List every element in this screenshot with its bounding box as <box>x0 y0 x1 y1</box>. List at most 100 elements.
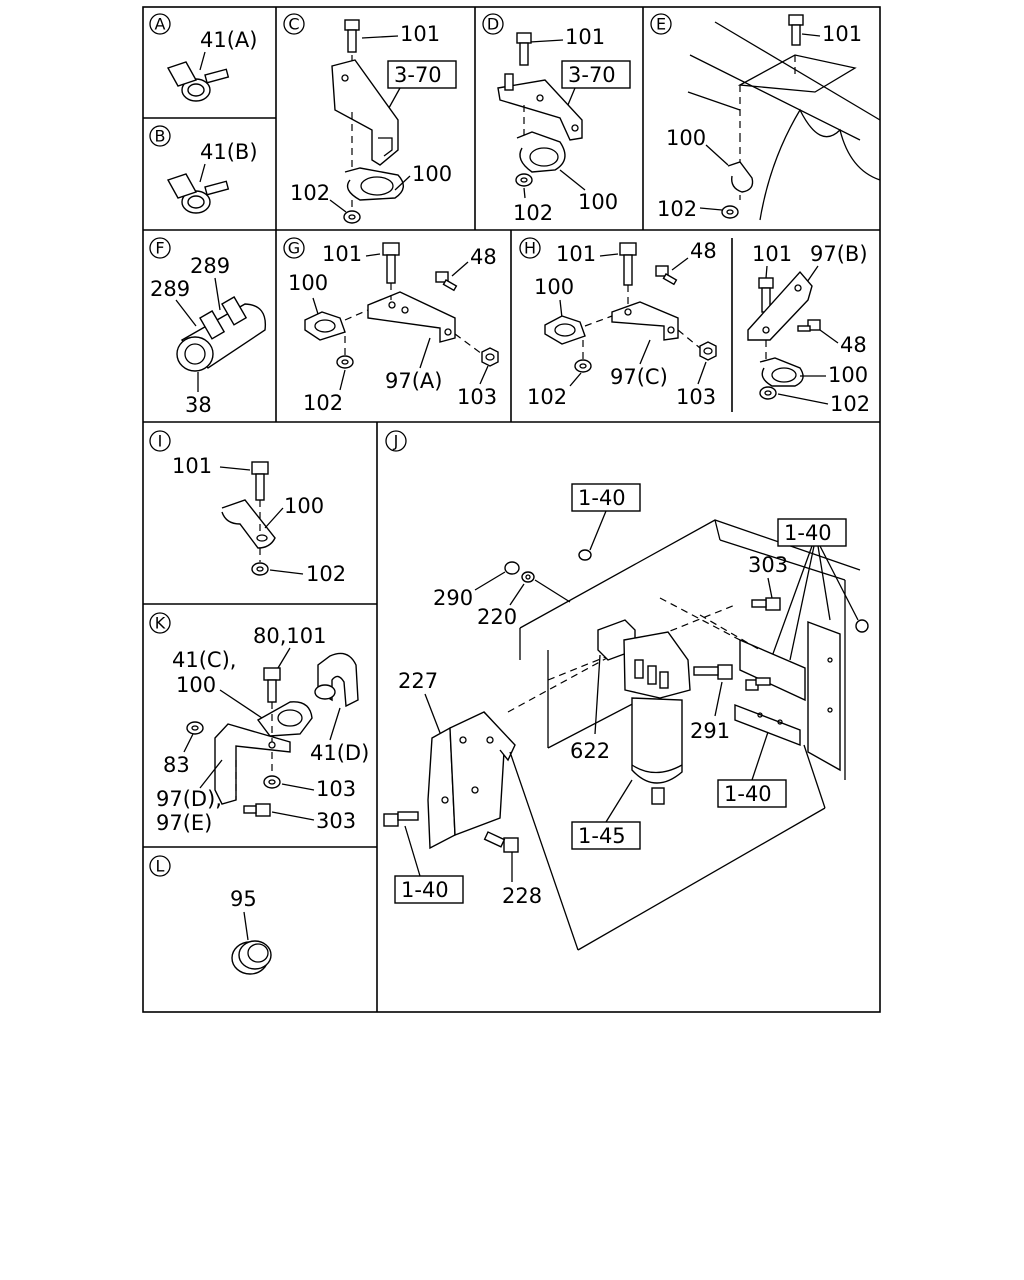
panel-i: I 101 100 102 <box>149 430 346 586</box>
bolt-303 <box>751 597 781 611</box>
panel-h-letter: H <box>524 239 536 258</box>
bolt-101 <box>619 242 637 286</box>
label-291: 291 <box>690 719 730 743</box>
panel-c-top-letter: C <box>288 15 299 34</box>
panel-h: H 101 48 100 102 9 <box>519 237 717 409</box>
panel-c-top-marker <box>283 13 305 35</box>
ref-1-40-right: 1-40 <box>784 521 832 545</box>
label-290: 290 <box>433 586 473 610</box>
panel-g-marker <box>283 237 305 259</box>
label-303: 303 <box>316 809 356 833</box>
grommet-95 <box>231 940 272 975</box>
clip-100 <box>516 131 566 173</box>
nut-102 <box>574 359 592 373</box>
panel-b-marker <box>149 125 171 147</box>
bolt-left <box>383 811 419 827</box>
bracket-227 <box>427 711 516 850</box>
ref-box-3-70 <box>561 60 631 89</box>
ref-1-40-right-low: 1-40 <box>724 782 772 806</box>
panel-l-letter: L <box>156 857 165 876</box>
panel-a: A 41(A) <box>149 13 257 102</box>
panel-j-marker <box>385 430 407 452</box>
bracket <box>331 59 399 166</box>
washer-right <box>855 619 869 633</box>
panel-b-letter: B <box>155 127 166 146</box>
label-41a: 41(A) <box>200 28 257 52</box>
panel-e-letter: E <box>656 15 666 34</box>
label-103: 103 <box>457 385 497 409</box>
label-100: 100 <box>666 126 706 150</box>
label-97c: 97(C) <box>610 365 668 389</box>
nut-102 <box>721 205 739 219</box>
nut-102 <box>336 355 354 369</box>
fuel-filter-assembly <box>597 619 691 805</box>
label-41b: 41(B) <box>200 140 258 164</box>
nut-103 <box>481 347 499 367</box>
label-289-left: 289 <box>150 277 190 301</box>
nut-103 <box>263 775 281 789</box>
label-228: 228 <box>502 884 542 908</box>
panel-g: G 101 48 100 102 <box>283 237 499 415</box>
label-101: 101 <box>556 242 596 266</box>
label-48: 48 <box>690 239 717 263</box>
bolt-101 <box>516 32 532 66</box>
bolt-228 <box>483 831 519 853</box>
panel-d: D 101 3-70 100 102 <box>482 13 631 225</box>
ref-box-3-70 <box>387 60 457 89</box>
clip-100 <box>727 161 754 193</box>
bracket-97d-97e <box>214 723 291 805</box>
ref-box-1-40-left <box>394 875 464 904</box>
panel-e: E 101 100 102 <box>650 13 881 221</box>
label-101: 101 <box>565 25 605 49</box>
callout-line-up <box>803 744 826 809</box>
ref-box-1-40-top <box>571 483 641 512</box>
panel-a-letter: A <box>155 15 166 34</box>
panel-f-letter: F <box>155 239 164 258</box>
panel-k-letter: K <box>155 614 166 633</box>
label-102: 102 <box>303 391 343 415</box>
label-227: 227 <box>398 669 438 693</box>
washer-top <box>578 549 592 561</box>
diagram-frame <box>142 6 881 1013</box>
ref-box-1-45 <box>571 821 641 850</box>
label-102: 102 <box>513 201 553 225</box>
label-100: 100 <box>284 494 324 518</box>
label-100: 100 <box>828 363 868 387</box>
bolt-101 <box>382 242 400 284</box>
ref-3-70: 3-70 <box>394 63 442 87</box>
panel-a-marker <box>149 13 171 35</box>
label-48: 48 <box>470 245 497 269</box>
label-102: 102 <box>527 385 567 409</box>
label-95: 95 <box>230 887 257 911</box>
panel-b: B 41(B) <box>149 125 258 214</box>
panel-k: K 80,101 41(C), 100 41(D) 83 <box>149 612 369 835</box>
label-97e: 97(E) <box>156 811 212 835</box>
label-101: 101 <box>322 242 362 266</box>
panel-e-marker <box>650 13 672 35</box>
bracket <box>497 73 583 141</box>
bolt-291 <box>693 664 733 680</box>
panel-j: J 1-40 290 220 <box>383 430 869 951</box>
label-289-top: 289 <box>190 254 230 278</box>
label-102: 102 <box>830 392 870 416</box>
ref-1-45: 1-45 <box>578 824 626 848</box>
label-101: 101 <box>400 22 440 46</box>
clip-41c-100 <box>256 701 313 737</box>
panel-l-marker <box>149 855 171 877</box>
bolt-101 <box>251 461 269 501</box>
right-bracket <box>734 620 841 772</box>
panel-j-letter: J <box>393 432 399 451</box>
ref-1-40-left: 1-40 <box>401 878 449 902</box>
bracket-97c <box>611 301 679 341</box>
label-97d: 97(D), <box>156 787 222 811</box>
label-303: 303 <box>748 553 788 577</box>
label-102: 102 <box>306 562 346 586</box>
label-103: 103 <box>316 777 356 801</box>
panel-f: F 289 289 38 <box>149 237 267 417</box>
label-48: 48 <box>840 333 867 357</box>
panel-f-marker <box>149 237 171 259</box>
screw-48 <box>655 265 678 286</box>
nut-103 <box>699 341 717 361</box>
clip-100 <box>759 357 804 387</box>
